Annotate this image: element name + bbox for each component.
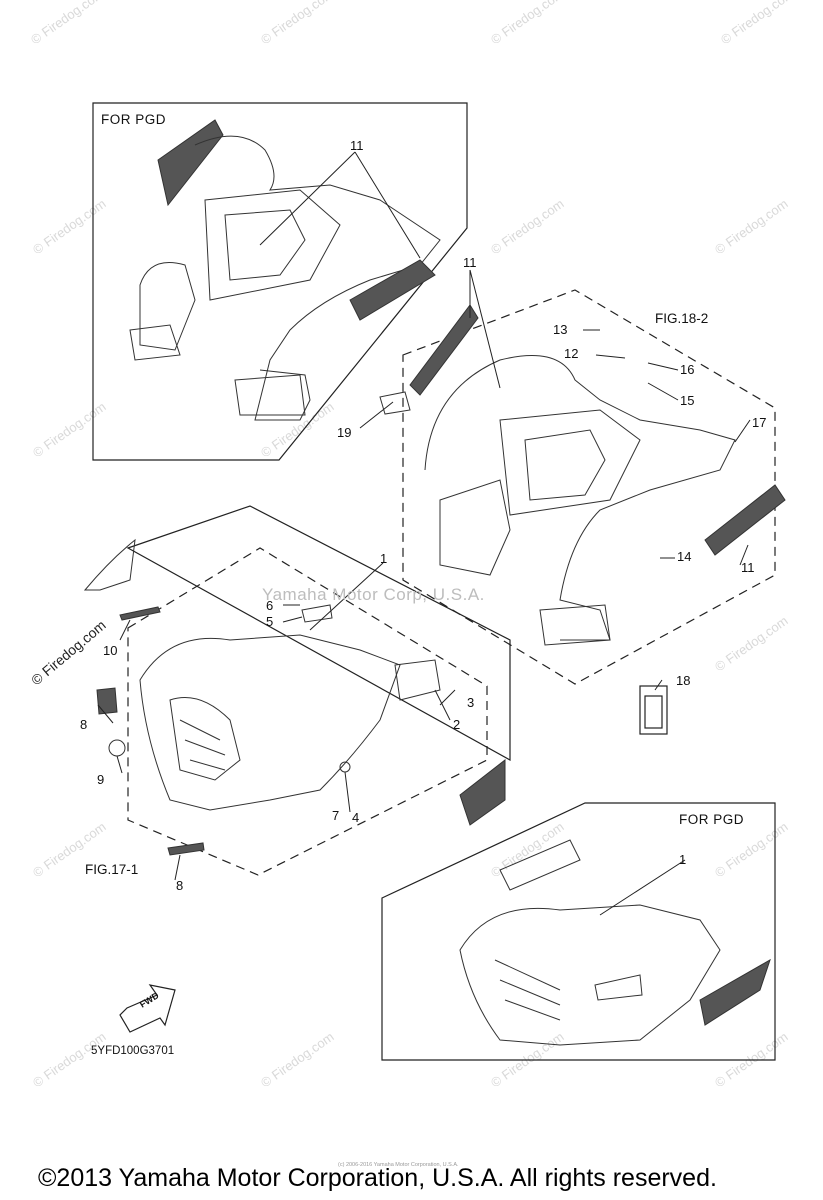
callout-17: 17	[752, 415, 767, 430]
callout-1: 1	[679, 852, 687, 867]
pgd-box-bottom	[381, 802, 776, 1061]
callout-10: 10	[103, 643, 118, 658]
callout-12: 12	[564, 346, 579, 361]
callout-13: 13	[553, 322, 568, 337]
callout-3: 3	[467, 695, 475, 710]
callout-8: 8	[80, 717, 88, 732]
pgd-box-top	[92, 102, 468, 461]
callout-8: 8	[176, 878, 184, 893]
pgd-box-top-title: FOR PGD	[101, 112, 167, 127]
rear-fender-pgd-art	[129, 119, 441, 421]
fig-18-2-label: FIG.18-2	[655, 311, 709, 326]
callout-19: 19	[337, 425, 352, 440]
watermark-yamaha: Yamaha Motor Corp, U.S.A.	[262, 585, 485, 604]
callout-1: 1	[380, 551, 388, 566]
front-fender-pgd-art	[459, 839, 771, 1046]
callout-16: 16	[680, 362, 695, 377]
callout-4: 4	[352, 810, 360, 825]
rear-fender-art	[379, 304, 786, 646]
leader-lines	[97, 151, 751, 916]
footer-copyright: ©2013 Yamaha Motor Corporation, U.S.A. A…	[38, 1164, 717, 1192]
fwd-arrow	[119, 984, 176, 1033]
part-18	[639, 685, 668, 735]
callout-11: 11	[350, 138, 364, 153]
front-fender-solid-box	[126, 505, 511, 762]
tiny-copyright: (c) 2006-2016 Yamaha Motor Corporation, …	[338, 1162, 459, 1168]
pgd-box-bottom-title: FOR PGD	[679, 812, 745, 827]
front-fender-dashed-box	[127, 547, 488, 876]
callout-5: 5	[266, 614, 274, 629]
callout-11: 11	[741, 560, 755, 575]
callout-7: 7	[332, 808, 340, 823]
fig-17-1-label: FIG.17-1	[85, 862, 139, 877]
callout-18: 18	[676, 673, 691, 688]
callout-6: 6	[266, 598, 274, 613]
callout-14: 14	[677, 549, 692, 564]
rear-fender-dashed-box	[402, 289, 776, 685]
callout-15: 15	[680, 393, 695, 408]
callout-11: 11	[463, 255, 477, 270]
part-code: 5YFD100G3701	[91, 1045, 175, 1057]
callout-9: 9	[97, 772, 105, 787]
callout-2: 2	[453, 717, 461, 732]
